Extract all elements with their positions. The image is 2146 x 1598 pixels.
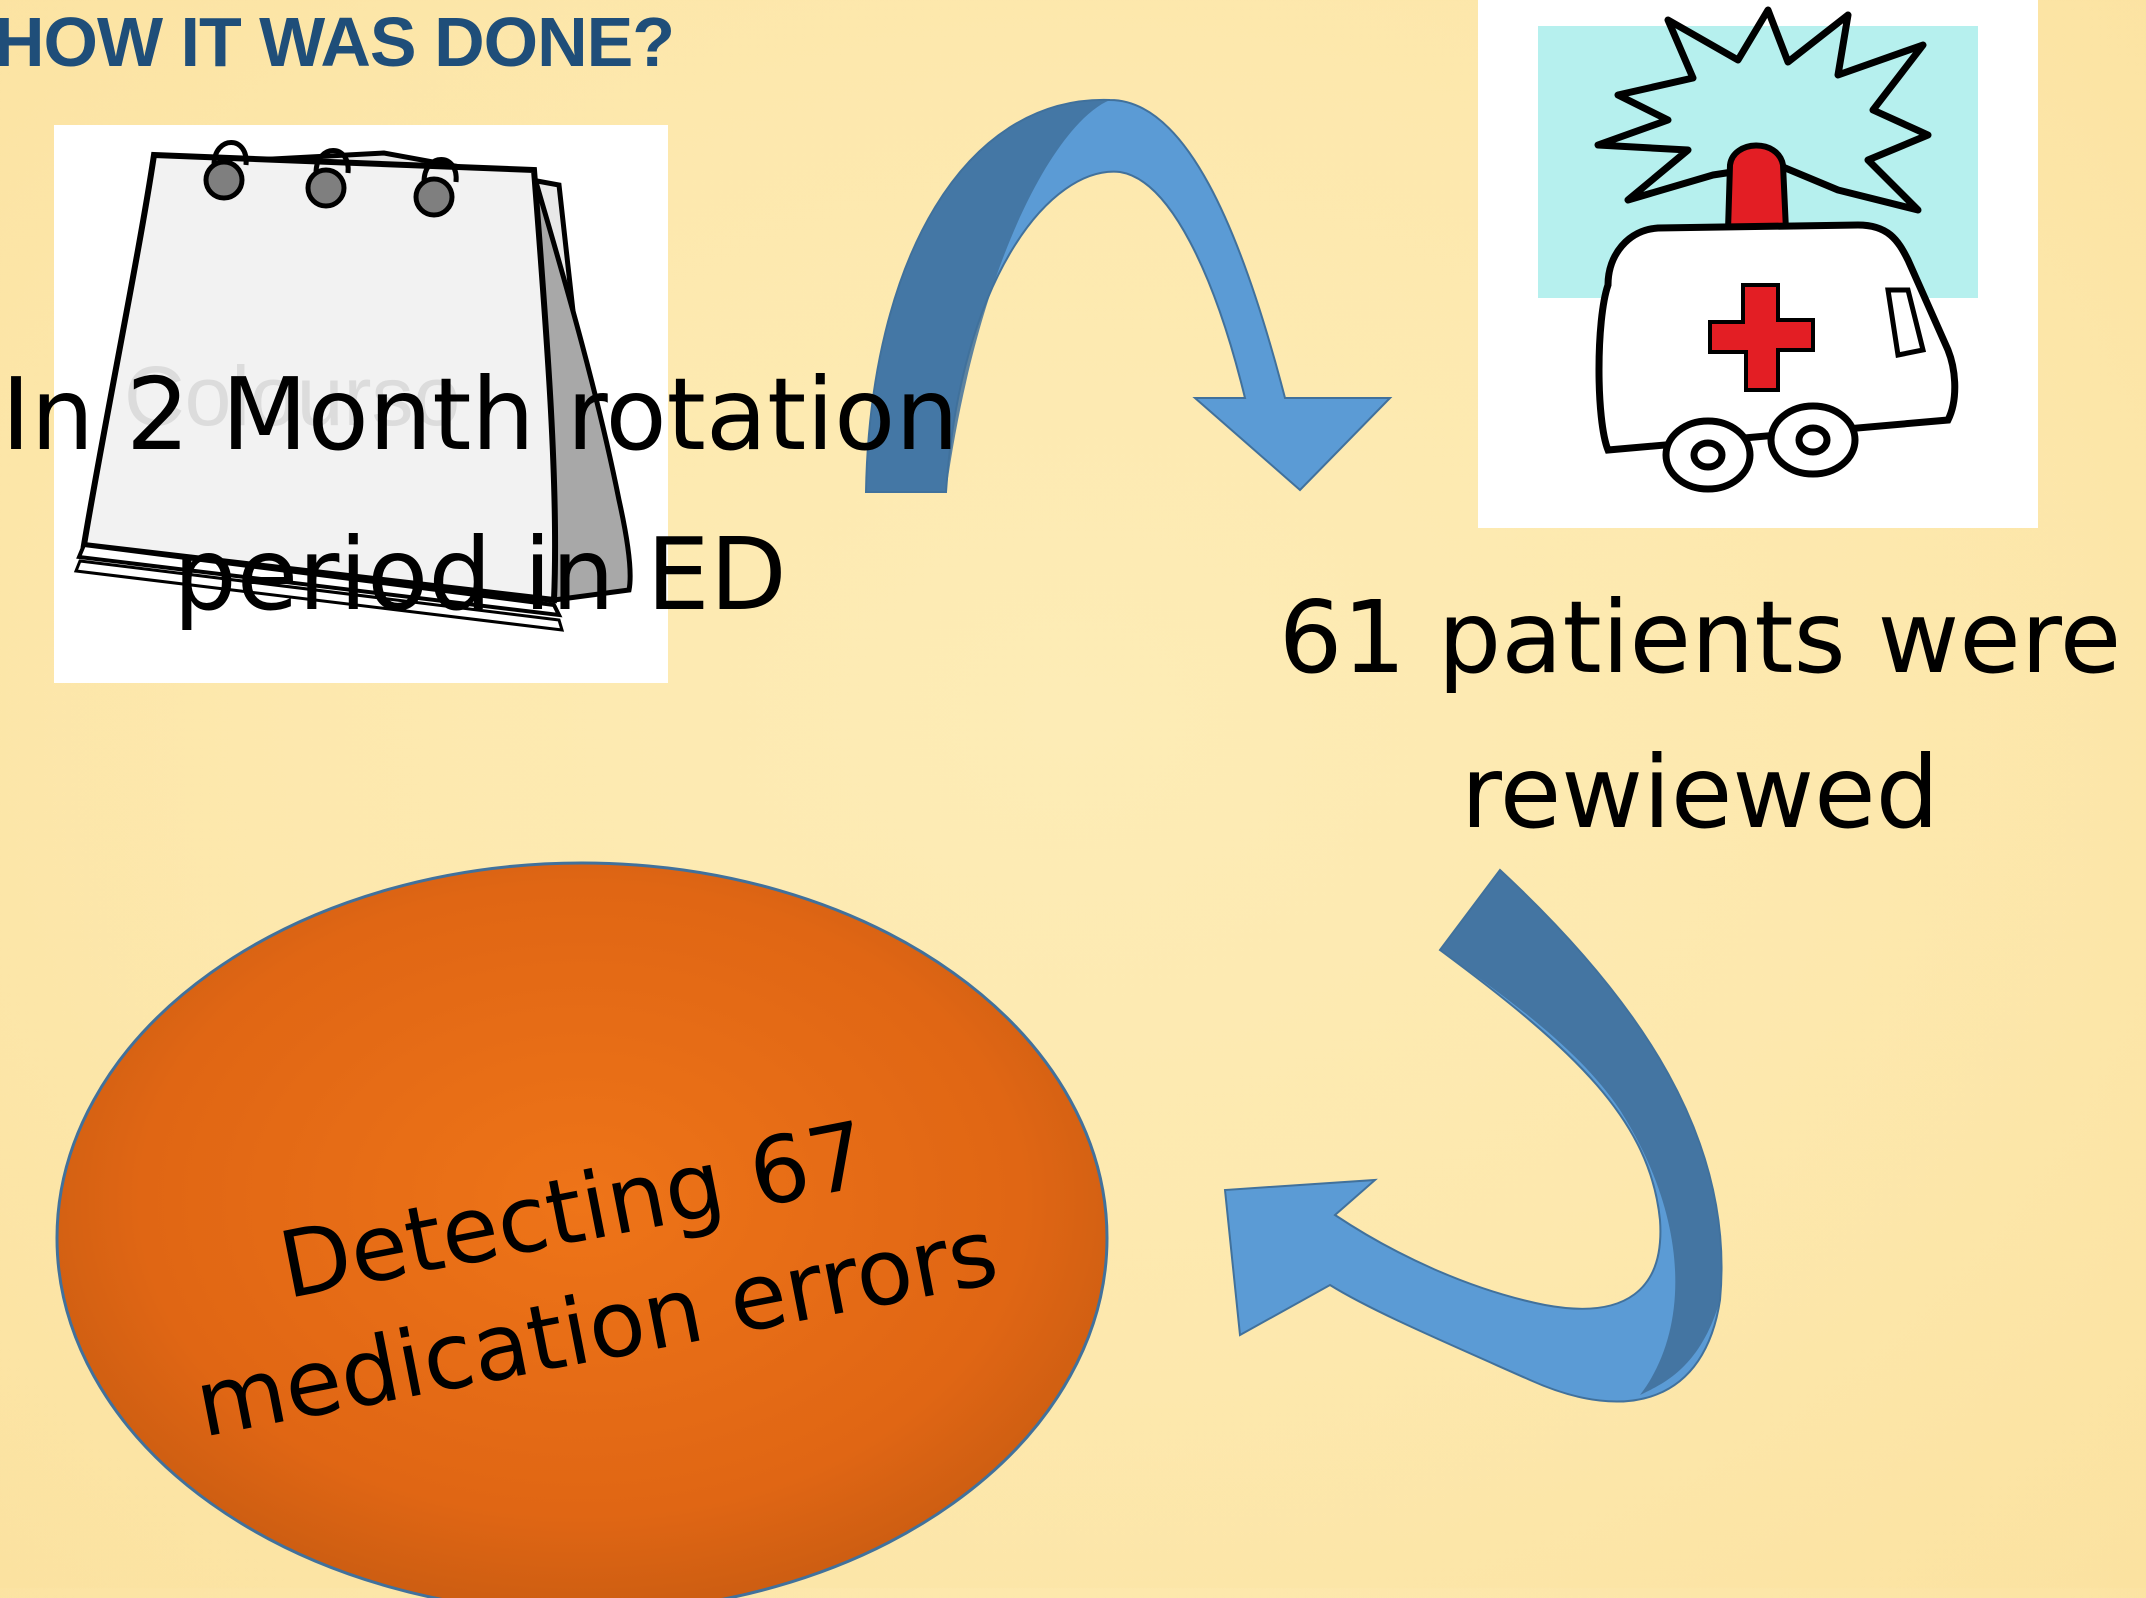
ambulance-icon [1538,6,1978,493]
calendar-watermark: Colourso [124,349,460,443]
page-title: HOW IT WAS DONE? [0,3,675,81]
calendar-front-page [80,151,559,604]
ambulance-wheels [1662,402,1859,493]
calendar-image: Colourso [54,125,668,683]
red-cross-icon [1708,283,1815,392]
calendar-page-edges-2 [73,559,565,632]
calendar-rings [203,140,459,218]
error-oval [55,861,1109,1598]
arrow-top [864,98,1393,493]
stage-patients-text: 61 patients were rewiewed [1278,579,2122,851]
ambulance-image [1478,0,2038,528]
calendar-page-edges [76,542,563,618]
ambulance-window [1885,287,1927,358]
desk-calendar-icon: Colourso [73,140,633,632]
siren-light [1724,142,1790,233]
siren-flash [1594,6,1932,214]
arrow-bottom [1223,868,1723,1403]
stage-month-text: In 2 Month rotation period in ED [1,356,959,633]
